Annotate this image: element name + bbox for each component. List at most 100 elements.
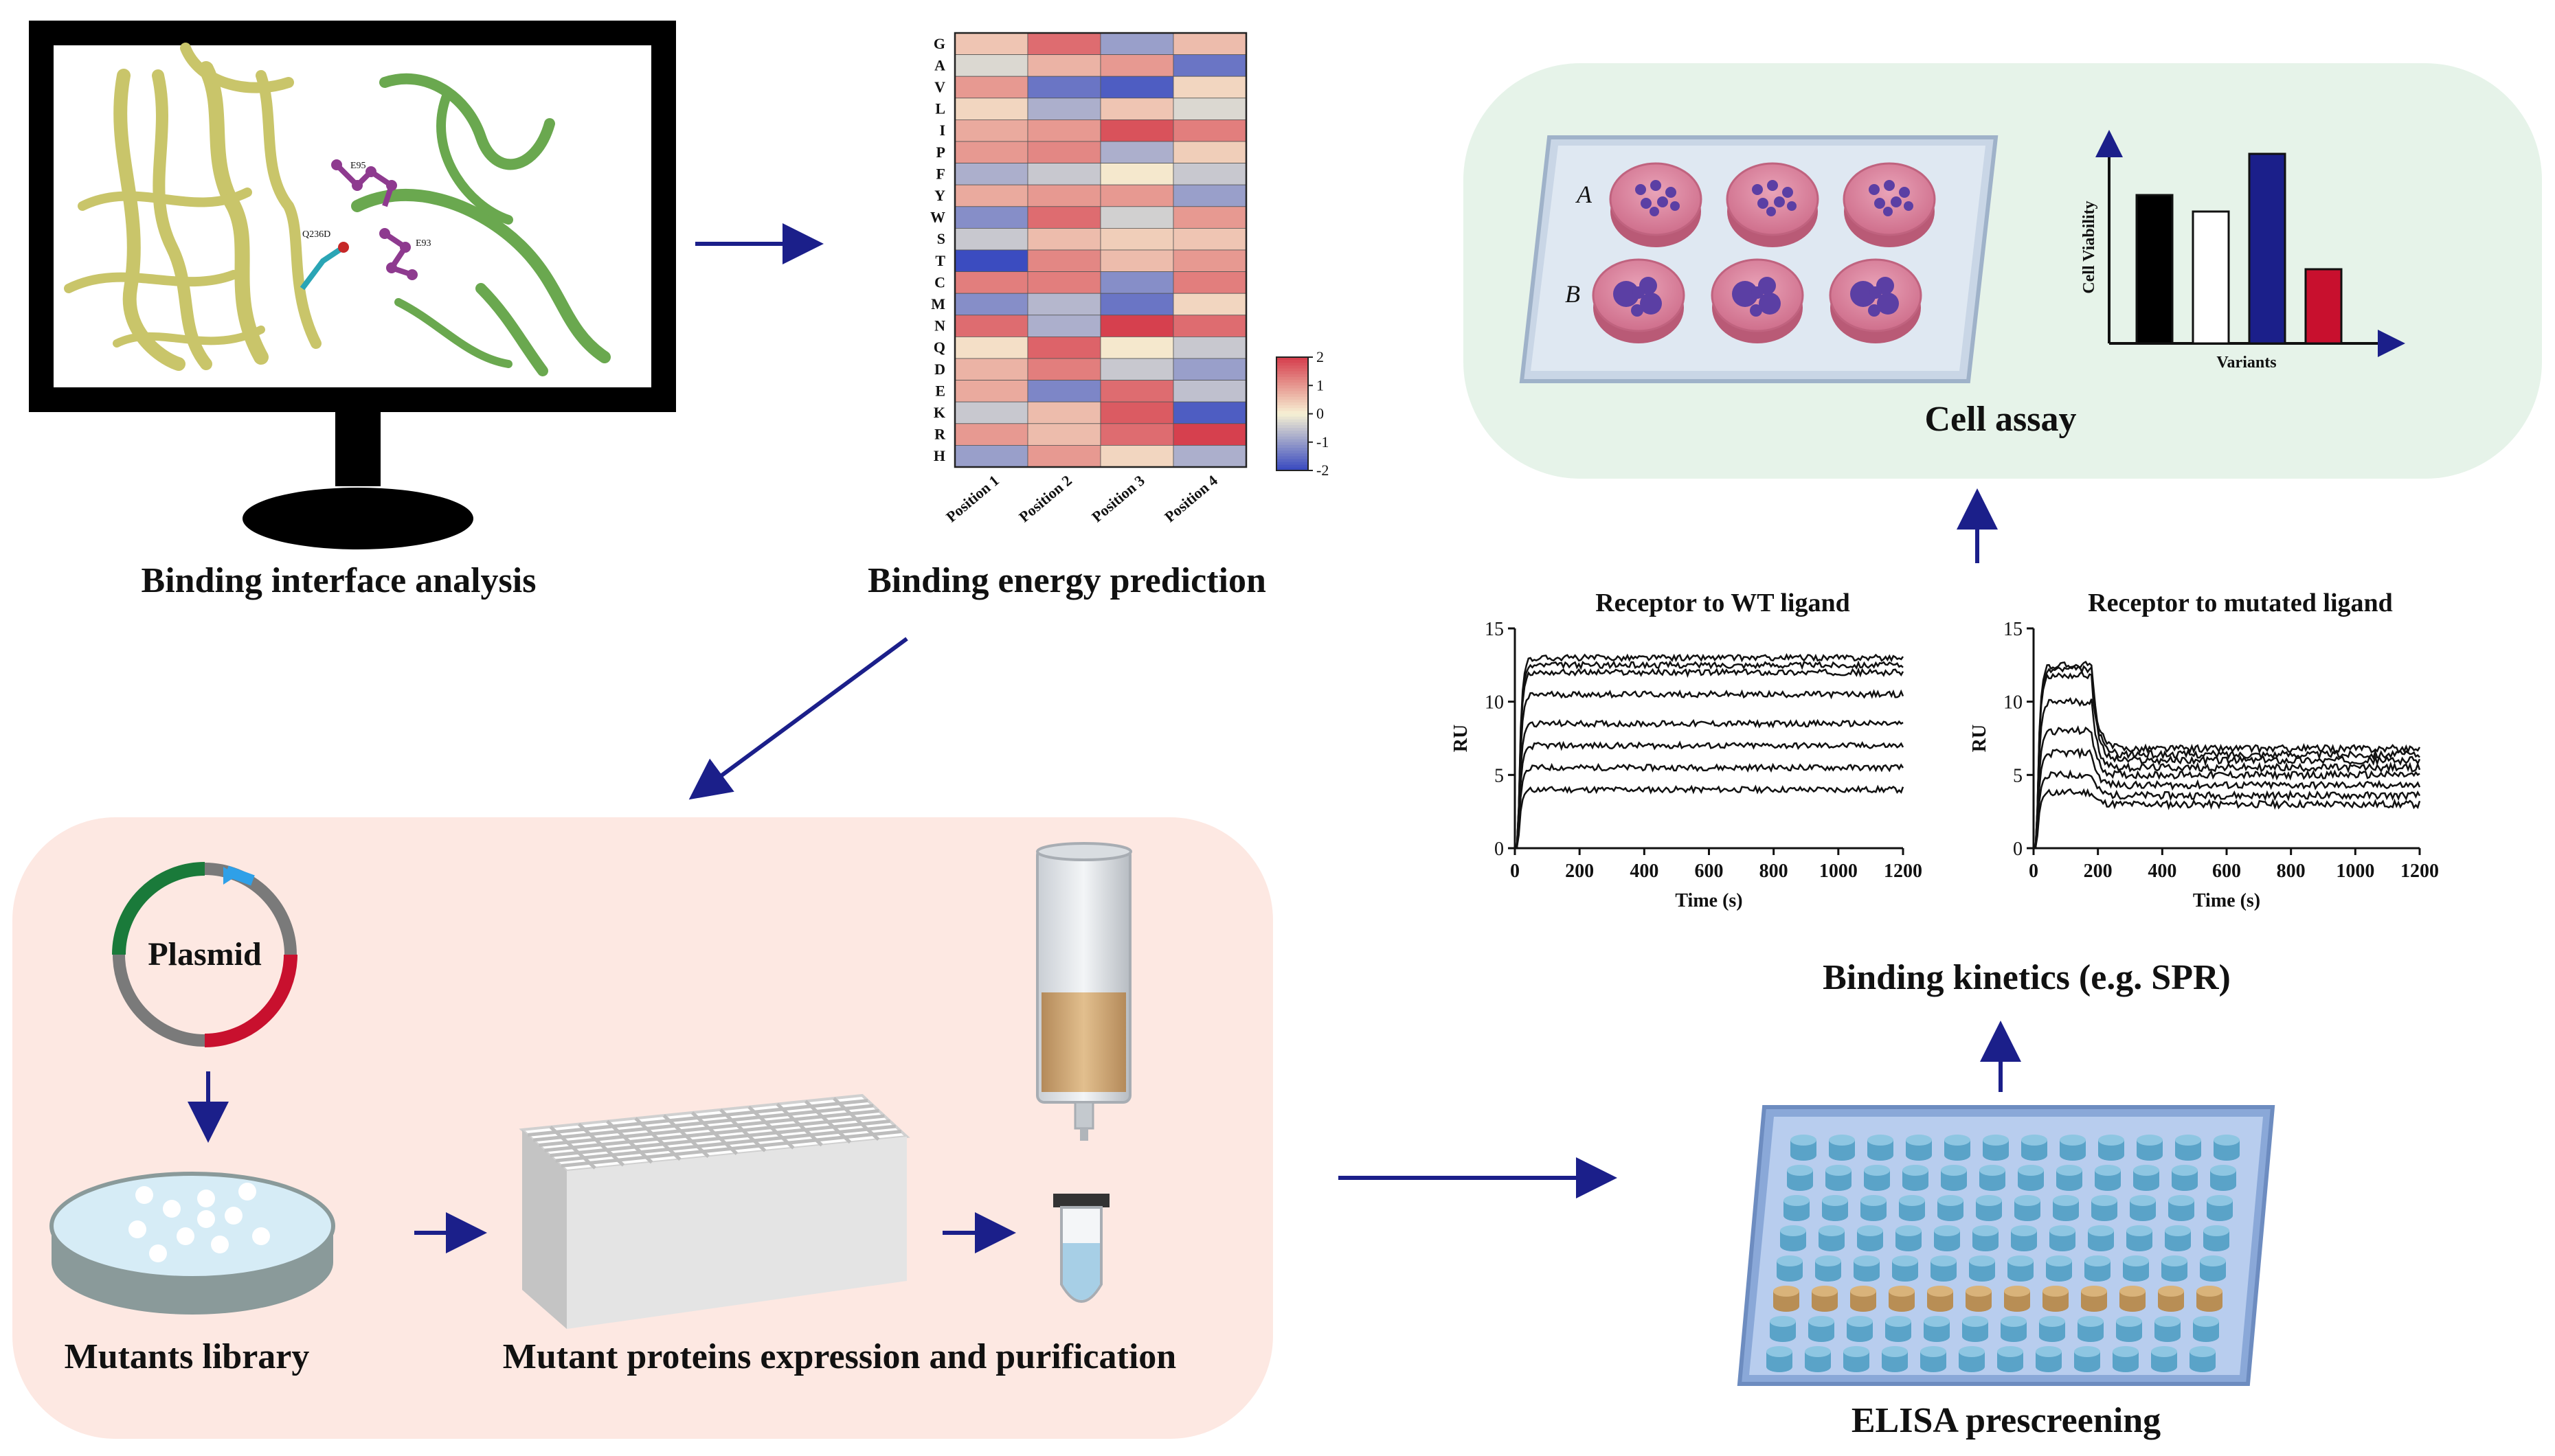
cell-colony <box>1650 180 1661 191</box>
row-label-a: A <box>1575 181 1592 208</box>
elisa-well-bottom <box>2074 1361 2100 1372</box>
colorbar-segment <box>1276 416 1308 420</box>
elisa-well-bottom <box>1969 1271 1995 1282</box>
spr-curve <box>1515 660 1904 850</box>
elisa-well <box>2081 1286 2107 1297</box>
elisa-well <box>1899 1195 1925 1206</box>
elisa-well-bottom <box>1770 1331 1796 1342</box>
elisa-well-bottom <box>1766 1361 1792 1372</box>
elisa-well <box>2207 1195 2233 1206</box>
elisa-well-bottom <box>1920 1361 1946 1372</box>
spr-curve <box>2034 788 2421 850</box>
colorbar-segment <box>1276 436 1308 440</box>
heatmap-row-label: H <box>934 447 945 464</box>
elisa-well-bottom <box>2011 1240 2037 1251</box>
block-grid-line <box>527 1099 868 1137</box>
elisa-well <box>2154 1316 2181 1327</box>
elisa-well-bottom <box>1825 1180 1851 1191</box>
residue-sticks <box>300 159 418 291</box>
elisa-well <box>2168 1195 2194 1206</box>
cell-colony <box>1759 293 1781 315</box>
colorbar-segment <box>1276 448 1308 451</box>
colorbar-segment <box>1276 444 1308 448</box>
heatmap-cell <box>1173 32 1247 56</box>
heatmap-cell <box>1027 423 1101 446</box>
cell-colony <box>1904 201 1913 211</box>
spr-curve <box>1515 718 1904 850</box>
elisa-well-bottom <box>1937 1210 1963 1221</box>
heatmap-cell <box>1100 401 1174 424</box>
elisa-well-bottom <box>2123 1271 2149 1282</box>
colorbar-segment <box>1276 357 1308 361</box>
cell-colony <box>1613 281 1639 307</box>
heatmap-row-label: F <box>936 165 945 182</box>
colorbar-tick-label: -2 <box>1316 462 1329 479</box>
spr-curve <box>1515 762 1904 850</box>
elisa-well-bottom <box>1808 1331 1834 1342</box>
elisa-well <box>2088 1225 2114 1236</box>
spr-x-tick-label: 600 <box>1695 861 1724 882</box>
heatmap-cell <box>1027 336 1101 359</box>
label-elisa: ELISA prescreening <box>1851 1401 2161 1440</box>
elisa-well <box>2200 1255 2226 1266</box>
colorbar-segment <box>1276 376 1308 380</box>
elisa-well <box>1934 1225 1960 1236</box>
heatmap-cell <box>1100 358 1174 381</box>
elisa-well-bottom <box>1773 1301 1799 1312</box>
label-cell-assay: Cell assay <box>1925 400 2077 439</box>
elisa-well-bottom <box>1790 1150 1816 1161</box>
elisa-well-bottom <box>2190 1361 2216 1372</box>
elisa-well-bottom <box>2158 1301 2184 1312</box>
elisa-well-bottom <box>1885 1331 1911 1342</box>
colorbar-segment <box>1276 383 1308 387</box>
colorbar-tick-label: 2 <box>1316 348 1324 365</box>
spr-x-tick-label: 800 <box>2277 861 2306 882</box>
elisa-well-bottom <box>1822 1210 1848 1221</box>
heatmap-row-label: T <box>935 252 945 269</box>
spr-curve <box>1515 689 1904 850</box>
colorbar-segment <box>1276 363 1308 367</box>
colorbar-segment <box>1276 411 1308 415</box>
elisa-well <box>2001 1316 2027 1327</box>
heatmap-cell <box>954 293 1028 316</box>
elisa-well <box>2113 1346 2139 1357</box>
colorbar-segment <box>1276 360 1308 364</box>
heatmap-cell <box>954 54 1028 77</box>
heatmap-cell <box>954 141 1028 164</box>
heatmap-cell <box>954 445 1028 468</box>
elisa-well-bottom <box>2081 1301 2107 1312</box>
heatmap-cell <box>954 119 1028 142</box>
culture-dish <box>1609 162 1702 236</box>
heatmap-cell <box>1100 76 1174 99</box>
elisa-well <box>1966 1286 1992 1297</box>
elisa-well <box>2078 1316 2104 1327</box>
heatmap-cell <box>1173 358 1247 381</box>
heatmap-cell <box>1100 380 1174 402</box>
elisa-well <box>2056 1165 2082 1176</box>
heatmap-cell <box>1100 98 1174 120</box>
elisa-well <box>1885 1316 1911 1327</box>
elisa-well <box>2042 1286 2069 1297</box>
elisa-well <box>2036 1346 2062 1357</box>
elisa-well <box>1976 1195 2002 1206</box>
elisa-well-bottom <box>1997 1361 2023 1372</box>
elisa-well-bottom <box>2049 1240 2075 1251</box>
cell-colony <box>1750 304 1762 317</box>
elisa-well-bottom <box>1787 1180 1813 1191</box>
elisa-well <box>1773 1286 1799 1297</box>
cell-colony <box>1883 207 1893 216</box>
heatmap-cell <box>954 206 1028 229</box>
spr-title: Receptor to mutated ligand <box>2088 589 2393 617</box>
heatmap-cell <box>954 358 1028 381</box>
elisa-well <box>2018 1165 2044 1176</box>
spr-y-label: RU <box>1450 725 1472 752</box>
spr-y-tick-label: 10 <box>2003 692 2023 714</box>
elisa-well <box>1843 1346 1869 1357</box>
elisa-well-bottom <box>2196 1301 2222 1312</box>
elisa-well-bottom <box>2172 1180 2198 1191</box>
heatmap-cell <box>1100 423 1174 446</box>
heatmap-cell <box>1173 271 1247 294</box>
elisa-well-bottom <box>1864 1180 1890 1191</box>
heatmap-column-label: Position 4 <box>1161 472 1221 525</box>
heatmap-cell <box>1027 119 1101 142</box>
